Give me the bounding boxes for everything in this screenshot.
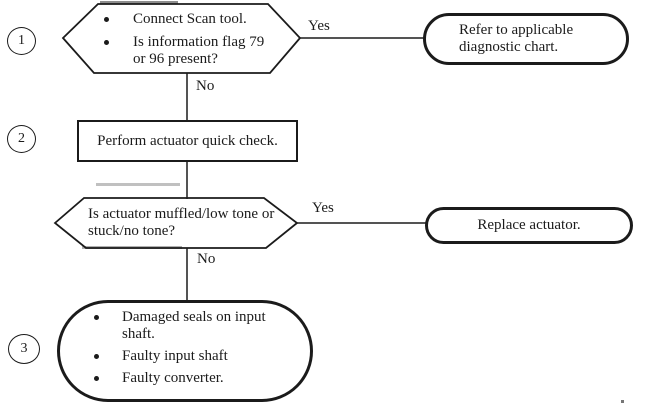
decision-1-bullet-text: Is information flag 79 or 96 present? [133, 34, 265, 67]
scan-artifact [82, 246, 182, 249]
bullet-icon [100, 11, 133, 28]
process-1-label: Perform actuator quick check. [97, 132, 278, 149]
process-actuator-quick-check: Perform actuator quick check. [77, 120, 298, 162]
terminator-3-content: Damaged seals on input shaft. Faulty inp… [90, 309, 300, 392]
terminator-fault-causes [57, 300, 313, 402]
terminator-3-bullet-item: Faulty input shaft [90, 348, 300, 365]
scan-artifact [621, 400, 624, 403]
step-number-3: 3 [8, 334, 40, 364]
terminator-2-label: Replace actuator. [477, 217, 581, 233]
yes-label-1: Yes [308, 18, 330, 34]
no-label-2: No [197, 251, 216, 267]
decision-2-question: Is actuator muffled/low tone or stuck/no… [88, 206, 275, 239]
step-number-2-label: 2 [18, 131, 25, 146]
step-number-2: 2 [7, 125, 36, 153]
step-number-1-label: 1 [18, 33, 25, 48]
scan-artifact [96, 183, 180, 186]
terminator-3-bullet-item: Damaged seals on input shaft. [90, 309, 300, 343]
step-number-1: 1 [7, 27, 36, 55]
terminator-3-bullet-item: Faulty converter. [90, 370, 300, 387]
terminator-1-label: Refer to applicable diagnostic chart. [459, 22, 574, 55]
step-number-3-label: 3 [20, 341, 28, 356]
decision-1-bullet-item: Is information flag 79 or 96 present? [100, 34, 280, 68]
terminator-refer-diagnostic-chart: Refer to applicable diagnostic chart. [423, 13, 629, 65]
bullet-icon [100, 34, 133, 68]
decision-1-bullet-text: Connect Scan tool. [133, 11, 247, 27]
bullet-icon [90, 309, 122, 343]
scan-artifact [100, 1, 178, 4]
yes-label-2: Yes [312, 200, 334, 216]
decision-1-bullet-item: Connect Scan tool. [100, 11, 280, 28]
terminator-replace-actuator: Replace actuator. [425, 207, 633, 244]
decision-1-content: Connect Scan tool. Is information flag 7… [100, 11, 280, 74]
bullet-icon [90, 370, 122, 387]
no-label-1: No [196, 78, 215, 94]
terminator-3-bullet-text: Faulty input shaft [122, 348, 228, 364]
bullet-icon [90, 348, 122, 365]
terminator-3-bullet-text: Damaged seals on input shaft. [122, 309, 266, 342]
terminator-3-bullet-text: Faulty converter. [122, 370, 224, 386]
